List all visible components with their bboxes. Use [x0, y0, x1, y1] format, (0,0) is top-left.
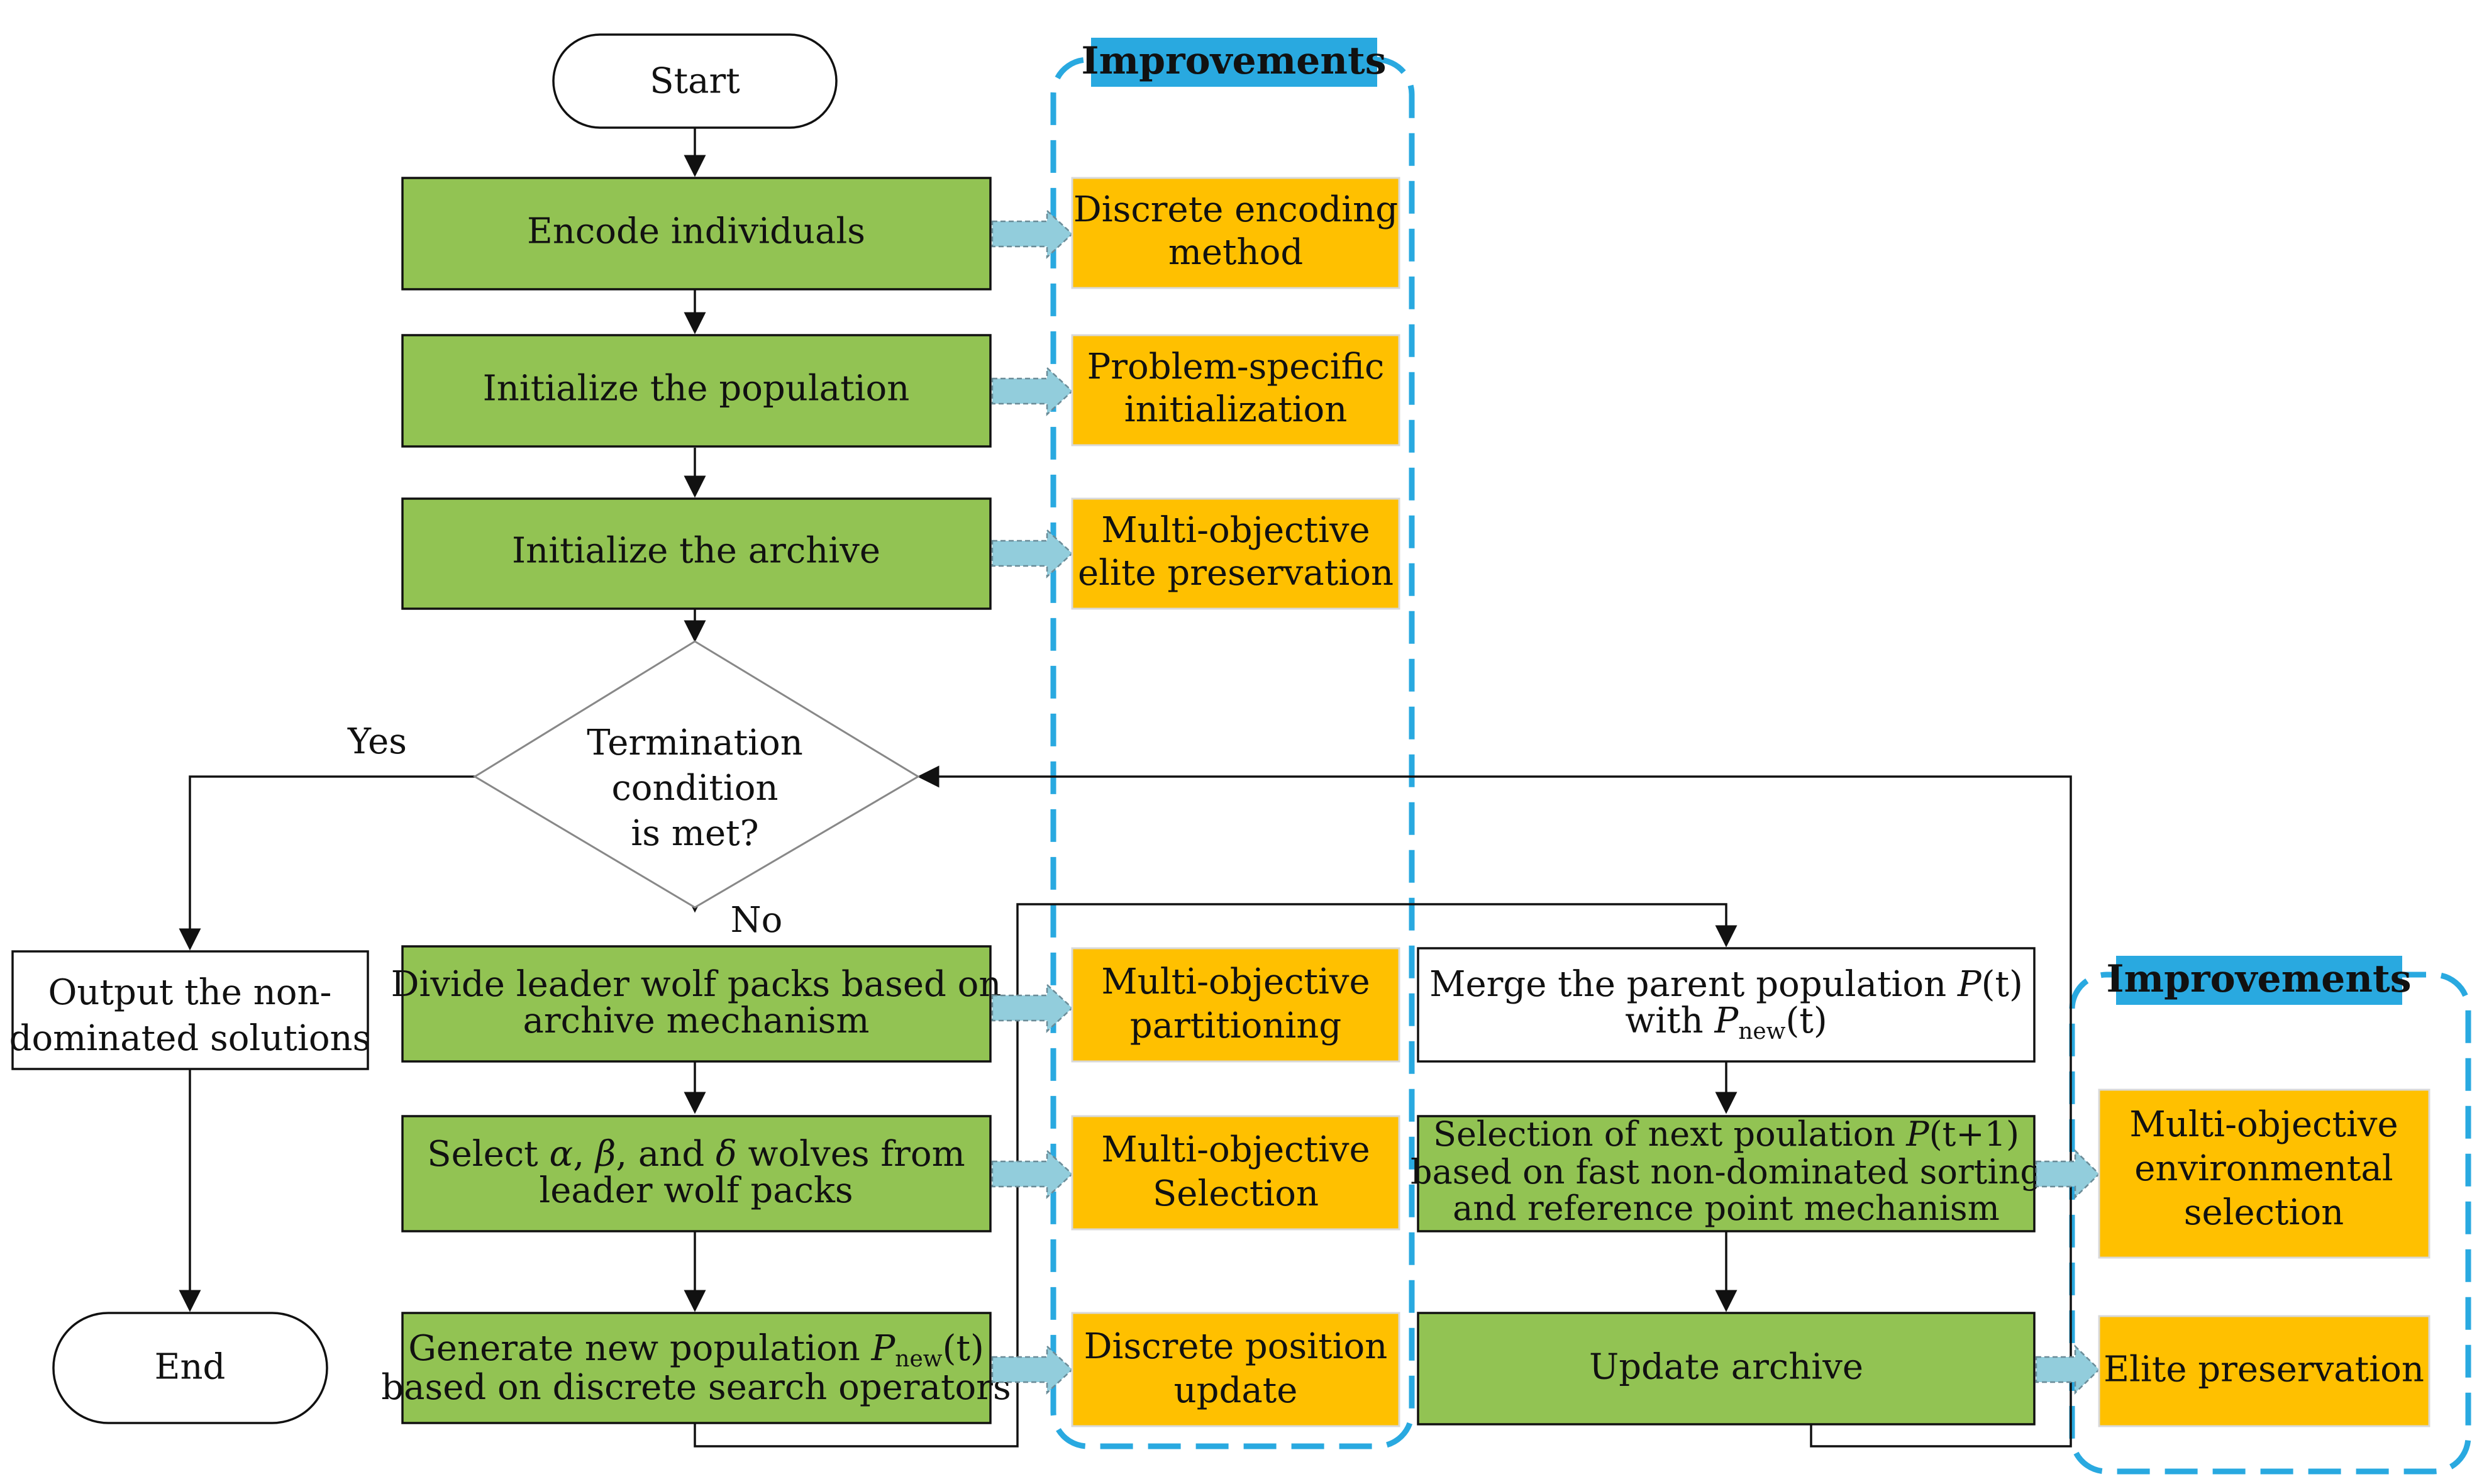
decision-line-2: condition	[611, 768, 778, 809]
improvement-right-0-line-1: Multi-objective	[2129, 1104, 2398, 1145]
improvement-1-line-1: Problem-specific	[1087, 346, 1385, 387]
start-terminator	[552, 33, 838, 129]
next-pop-line-2: based on fast non-dominated sorting	[1411, 1152, 2042, 1192]
block-arrow-archive	[991, 528, 1073, 579]
block-arrow-divide	[991, 983, 1073, 1033]
improvement-2-line-1: Multi-objective	[1101, 510, 1370, 551]
improvement-3-line-2: partitioning	[1130, 1005, 1341, 1046]
block-arrows	[991, 209, 2100, 1395]
improvements-left-header-box	[1091, 38, 1377, 87]
init-population-box	[401, 334, 992, 448]
improvement-5-line-1: Discrete position	[1084, 1326, 1388, 1367]
termination-decision	[473, 640, 920, 909]
select-line-2: leader wolf packs	[539, 1170, 853, 1211]
improvements-right-header: Improvements	[2107, 957, 2412, 1001]
update-archive-label: Update archive	[1589, 1347, 1863, 1388]
improvement-4-line-2: Selection	[1153, 1173, 1319, 1214]
decision-line-3: is met?	[631, 813, 758, 854]
merge-population-box	[1417, 947, 2036, 1063]
improvement-right-0-line-2: environmental	[2134, 1148, 2393, 1189]
yes-label: Yes	[347, 721, 407, 762]
improvement-2-line-2: elite preservation	[1078, 553, 1394, 594]
improvement-box-3	[1071, 947, 1400, 1063]
improvement-1-line-2: initialization	[1124, 389, 1348, 430]
update-archive-box	[1417, 1312, 2036, 1426]
improvement-right-1-line-1: Elite preservation	[2103, 1349, 2424, 1390]
next-pop-line-3: and reference point mechanism	[1453, 1188, 2000, 1228]
block-arrow-update	[2035, 1344, 2100, 1395]
next-population-box	[1417, 1115, 2036, 1232]
divide-line-1: Divide leader wolf packs based on	[391, 964, 1002, 1005]
generate-line-2: based on discrete search operators	[381, 1367, 1011, 1408]
block-arrow-next-pop	[2035, 1149, 2100, 1199]
improvements-right-header-box	[2116, 956, 2402, 1005]
block-arrow-population	[991, 366, 1073, 416]
block-arrow-generate	[991, 1344, 1073, 1395]
improvements-right: Multi-objective environmental selection …	[2098, 1088, 2430, 1427]
select-line-1: Select α, β, and δ wolves from	[427, 1134, 965, 1175]
encode-individuals-box	[401, 177, 992, 291]
improvement-3-line-1: Multi-objective	[1101, 961, 1370, 1002]
merge-line-1: Merge the parent population P(t)	[1429, 964, 2023, 1005]
improvement-right-box-1	[2098, 1315, 2430, 1427]
improvement-0-line-2: method	[1168, 232, 1303, 273]
end-label: End	[155, 1347, 226, 1388]
merge-line-2: with Pnew(t)	[1625, 1000, 1827, 1044]
divide-line-2: archive mechanism	[523, 1000, 870, 1041]
improvement-box-1	[1071, 334, 1400, 446]
decision-line-1: Termination	[587, 723, 803, 763]
block-arrow-select	[991, 1149, 1073, 1199]
no-label: No	[731, 900, 783, 941]
improvement-5-line-2: update	[1174, 1370, 1298, 1411]
divide-leader-packs-box	[401, 945, 992, 1063]
output-solutions-box	[11, 950, 369, 1070]
improvement-box-4	[1071, 1115, 1400, 1231]
generate-population-box	[401, 1312, 992, 1424]
connectors	[179, 128, 2072, 1448]
generate-line-1: Generate new population Pnew(t)	[408, 1328, 984, 1372]
improvement-right-box-0	[2098, 1088, 2430, 1259]
improvement-box-0	[1071, 177, 1400, 289]
output-line-1: Output the non-	[48, 972, 332, 1013]
start-label: Start	[650, 61, 740, 102]
improvement-0-line-1: Discrete encoding	[1073, 189, 1398, 230]
block-arrow-encode	[991, 209, 1073, 259]
init-archive-label: Initialize the archive	[512, 531, 880, 572]
improvement-box-5	[1071, 1312, 1400, 1427]
encode-individuals-label: Encode individuals	[527, 211, 865, 252]
next-pop-line-1: Selection of next poulation P(t+1)	[1433, 1114, 2019, 1154]
end-terminator	[52, 1312, 328, 1424]
improvement-box-2	[1071, 497, 1400, 610]
init-archive-box	[401, 497, 992, 610]
improvement-right-0-line-3: selection	[2184, 1192, 2344, 1233]
select-wolves-box	[401, 1115, 992, 1232]
init-population-label: Initialize the population	[483, 368, 910, 409]
improvements-left-header: Improvements	[1082, 39, 1387, 83]
improvement-4-line-1: Multi-objective	[1101, 1129, 1370, 1170]
output-line-2: dominated solutions	[9, 1018, 371, 1059]
improvements-left: Discrete encoding method Problem-specifi…	[1071, 177, 1400, 1427]
